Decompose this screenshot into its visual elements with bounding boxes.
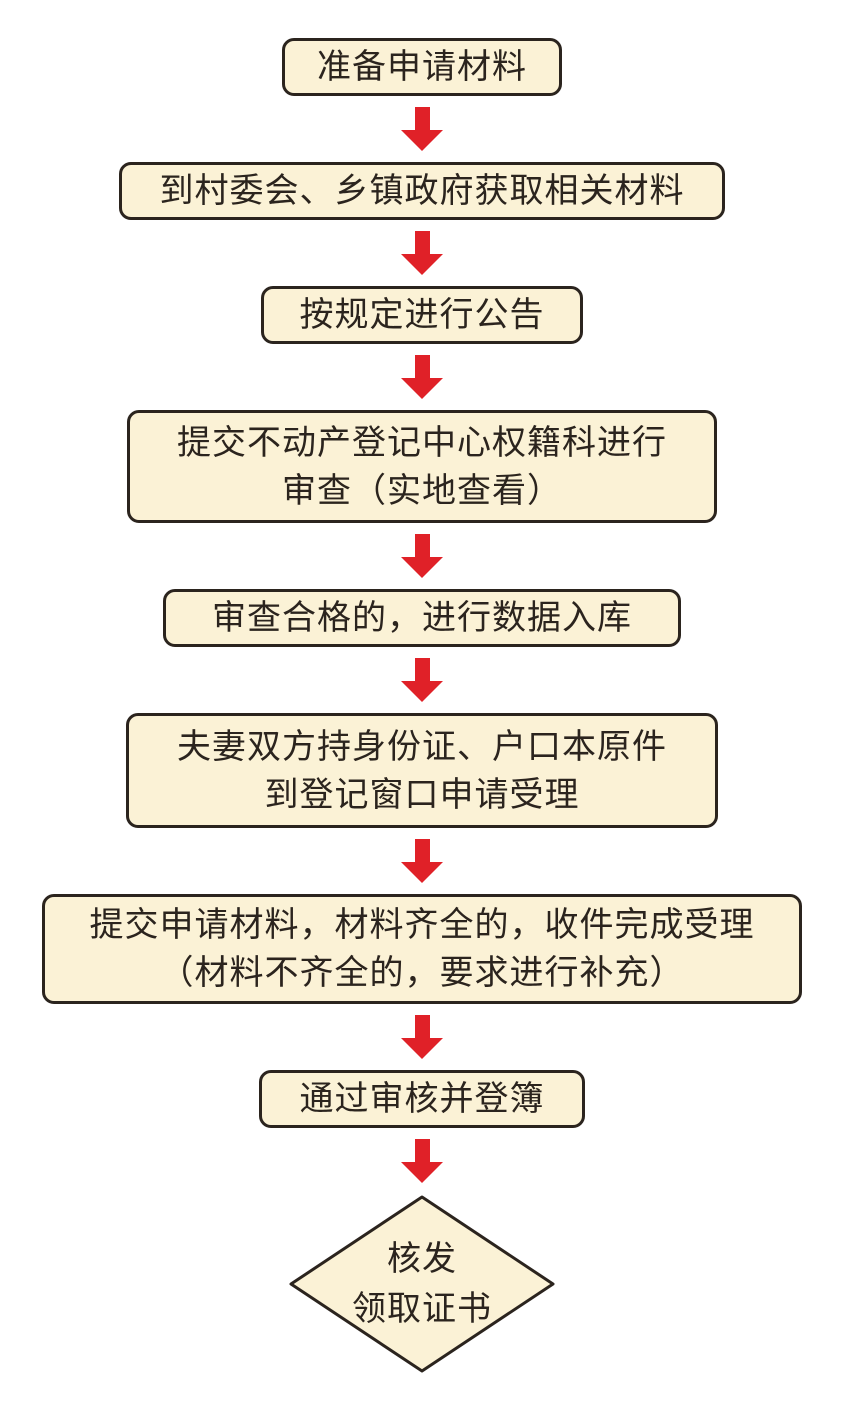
down-arrow-3-head: [401, 378, 443, 399]
step-submit-materials-acceptance: 提交申请材料，材料齐全的，收件完成受理 （材料不齐全的，要求进行补充）: [42, 894, 802, 1004]
step-obtain-materials-village-township-text: 到村委会、乡镇政府获取相关材料: [159, 172, 685, 210]
down-arrow-1: [401, 107, 443, 151]
step-qualified-data-entry-text: 审查合格的，进行数据入库: [212, 599, 632, 637]
down-arrow-3: [401, 355, 443, 399]
down-arrow-5-shaft: [414, 658, 430, 681]
down-arrow-1-head: [401, 130, 443, 151]
down-arrow-5: [401, 658, 443, 702]
step-approval-and-recording: 通过审核并登簿: [259, 1070, 585, 1128]
step-issue-certificate: 核发 领取证书: [288, 1194, 556, 1374]
step-public-announcement-text: 按规定进行公告: [299, 296, 545, 334]
down-arrow-8-head: [401, 1162, 443, 1183]
down-arrow-7-shaft: [414, 1015, 430, 1038]
step-couple-apply-at-window-line1: 夫妻双方持身份证、户口本原件: [177, 727, 667, 766]
diamond-shape: [289, 1195, 555, 1373]
step-prepare-application-materials-text: 准备申请材料: [317, 48, 527, 86]
step-submit-materials-acceptance-line1: 提交申请材料，材料齐全的，收件完成受理: [89, 906, 755, 944]
step-submit-registration-center-review-line1: 提交不动产登记中心权籍科进行: [177, 423, 667, 462]
down-arrow-2-head: [401, 254, 443, 275]
down-arrow-4: [401, 534, 443, 578]
down-arrow-2-shaft: [414, 231, 430, 254]
down-arrow-5-head: [401, 681, 443, 702]
step-obtain-materials-village-township: 到村委会、乡镇政府获取相关材料: [119, 162, 725, 220]
step-approval-and-recording-text: 通过审核并登簿: [299, 1080, 545, 1118]
step-submit-materials-acceptance-line2: （材料不齐全的，要求进行补充）: [159, 954, 685, 992]
down-arrow-6: [401, 839, 443, 883]
diamond-shape-svg: [289, 1195, 555, 1373]
step-qualified-data-entry: 审查合格的，进行数据入库: [163, 589, 681, 647]
step-issue-certificate-line2: 领取证书: [352, 1290, 492, 1328]
down-arrow-2: [401, 231, 443, 275]
down-arrow-6-shaft: [414, 839, 430, 862]
down-arrow-3-shaft: [414, 355, 430, 378]
down-arrow-1-shaft: [414, 107, 430, 130]
down-arrow-4-head: [401, 557, 443, 578]
down-arrow-6-head: [401, 862, 443, 883]
step-submit-registration-center-review-line2: 审查（实地查看）: [282, 471, 562, 510]
down-arrow-7-head: [401, 1038, 443, 1059]
step-public-announcement: 按规定进行公告: [261, 286, 583, 344]
step-couple-apply-at-window-line2: 到登记窗口申请受理: [264, 775, 580, 814]
step-submit-registration-center-review: 提交不动产登记中心权籍科进行 审查（实地查看）: [127, 410, 717, 523]
step-issue-certificate-line1: 核发: [387, 1240, 457, 1278]
down-arrow-8: [401, 1139, 443, 1183]
down-arrow-7: [401, 1015, 443, 1059]
step-issue-certificate-text: 核发 领取证书: [288, 1194, 556, 1374]
down-arrow-8-shaft: [414, 1139, 430, 1162]
down-arrow-4-shaft: [414, 534, 430, 557]
step-couple-apply-at-window: 夫妻双方持身份证、户口本原件 到登记窗口申请受理: [126, 713, 718, 828]
step-prepare-application-materials: 准备申请材料: [282, 38, 562, 96]
